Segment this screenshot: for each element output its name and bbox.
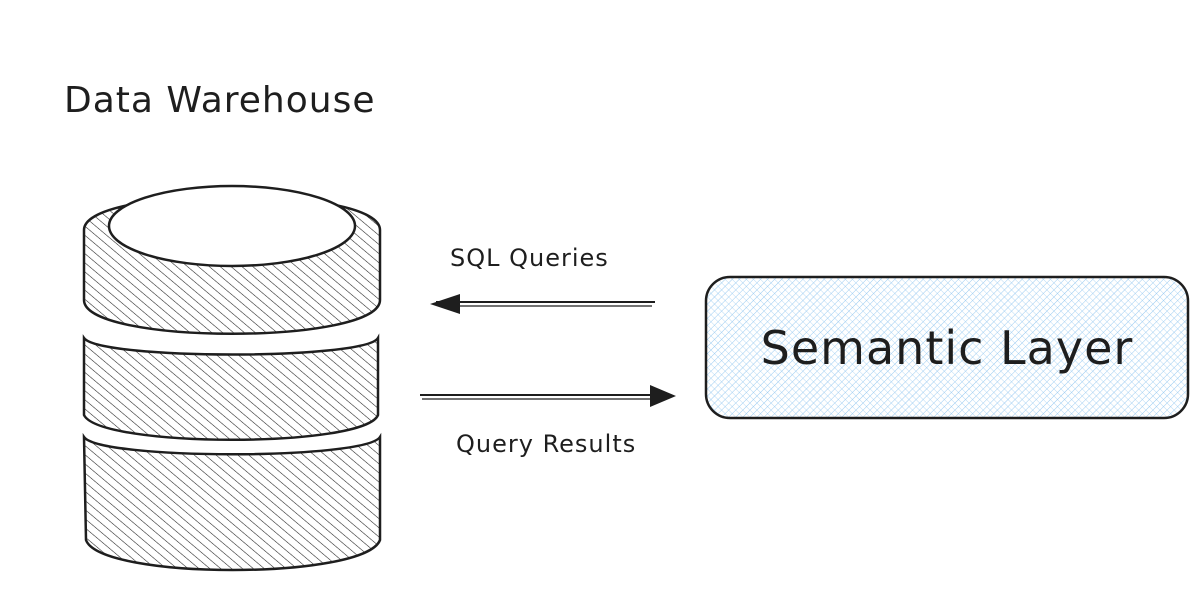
warehouse-title: Data Warehouse — [64, 80, 375, 121]
database-top-segment — [82, 184, 382, 335]
semantic-layer-label: Semantic Layer — [761, 321, 1134, 375]
query-results-label: Query Results — [456, 430, 636, 458]
semantic-layer-box — [704, 275, 1190, 420]
sql-queries-arrow — [430, 294, 655, 314]
query-results-arrow — [420, 385, 676, 407]
database-bottom-segment — [82, 432, 382, 572]
sql-queries-label: SQL Queries — [450, 244, 609, 272]
database-icon — [82, 184, 382, 572]
database-middle-segment — [82, 333, 380, 441]
database-top-ellipse — [107, 184, 357, 268]
